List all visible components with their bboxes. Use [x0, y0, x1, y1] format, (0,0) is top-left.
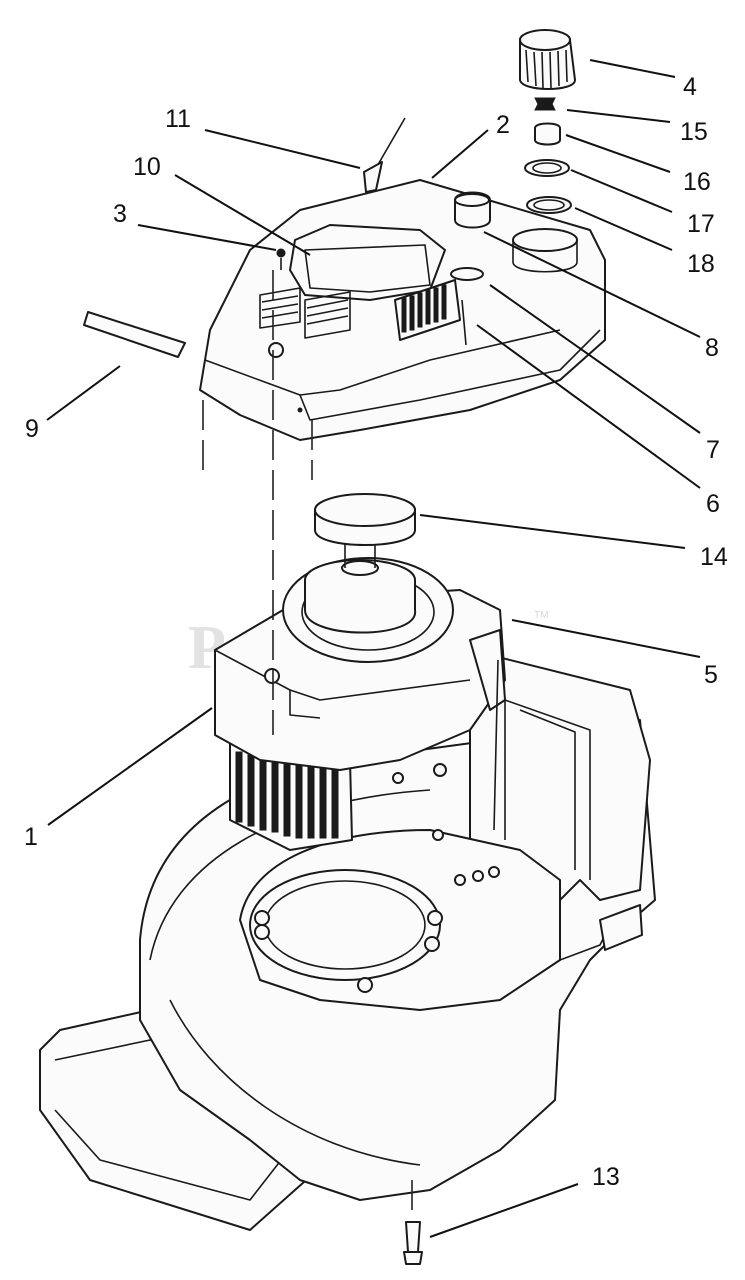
decal	[83, 311, 186, 358]
callout-labels: 1 2 3 4 5 6 7 8 9 10 11 13 14 15 16 17 1…	[24, 73, 728, 1191]
callout-11: 11	[165, 105, 191, 133]
callout-8: 8	[705, 334, 719, 362]
leader-lines	[46, 59, 701, 1238]
bolt	[403, 1221, 423, 1265]
assembly-lines	[202, 270, 413, 1220]
fuel-cap-assembly	[519, 29, 576, 214]
callout-7: 7	[706, 436, 720, 464]
small-fasteners	[276, 117, 406, 270]
callout-1: 1	[24, 823, 38, 851]
callout-15: 15	[680, 118, 708, 146]
callout-14: 14	[700, 543, 728, 571]
callout-9: 9	[25, 415, 39, 443]
engine-shroud	[214, 525, 506, 831]
callout-5: 5	[704, 661, 718, 689]
callout-2: 2	[496, 111, 510, 139]
mower-deck	[39, 649, 656, 1231]
callout-3: 3	[113, 200, 127, 228]
callout-16: 16	[683, 168, 711, 196]
top-cover	[199, 179, 606, 441]
callout-13: 13	[592, 1163, 620, 1191]
callout-18: 18	[687, 250, 715, 278]
callout-6: 6	[706, 490, 720, 518]
trademark: TM	[534, 610, 548, 621]
callout-10: 10	[133, 153, 161, 181]
starter-cap	[314, 493, 416, 546]
callout-4: 4	[683, 73, 697, 101]
callout-17: 17	[687, 210, 715, 238]
